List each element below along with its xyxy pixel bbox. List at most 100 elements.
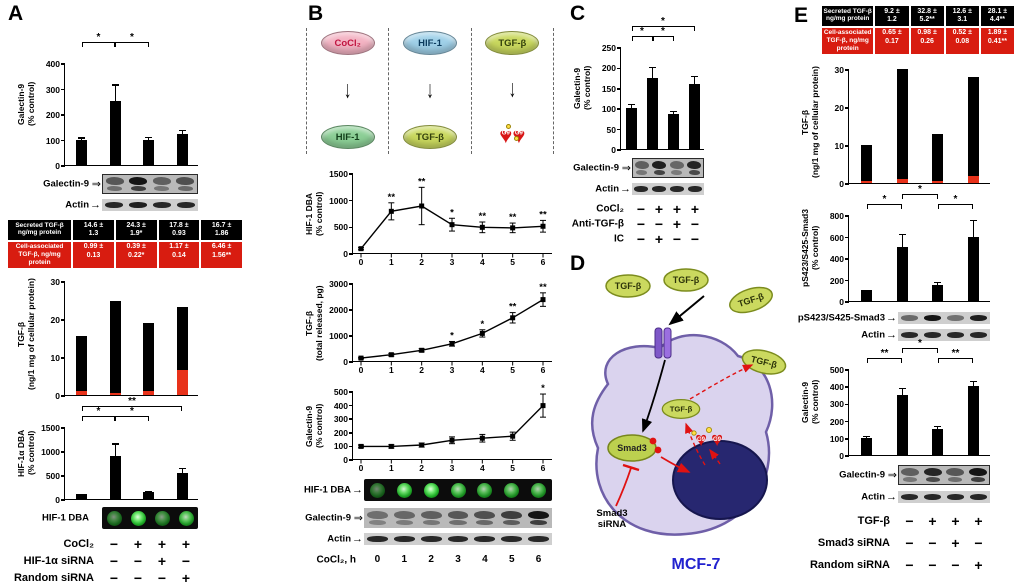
- green-dot-icon: [531, 482, 547, 498]
- y-tick-label: 400: [45, 59, 60, 69]
- blot-lane: [633, 159, 651, 177]
- blot-lane: [498, 479, 525, 501]
- y-tick-label: 800: [829, 211, 844, 221]
- data-point: [510, 225, 516, 231]
- lane-symbol: +: [690, 201, 700, 217]
- error-bar-cap: [934, 282, 942, 284]
- pathway-node: HIF-1: [402, 31, 457, 55]
- blot-lane: [391, 533, 418, 545]
- green-dot-icon: [106, 510, 122, 526]
- dba-image-strip: [364, 479, 552, 501]
- y-tick-label: 10: [50, 353, 60, 363]
- y-tick-label: 0: [343, 249, 348, 259]
- cocl2-treatment-row-a: CoCl₂−+++: [6, 536, 242, 552]
- error-bar-cap: [863, 436, 871, 438]
- y-tick-mark: [349, 253, 353, 255]
- lane-symbols: −−−+: [102, 571, 198, 585]
- data-point: [449, 341, 455, 347]
- y-tick-label: 0: [611, 145, 616, 155]
- blot-lane: [391, 508, 418, 528]
- lane-symbol: +: [951, 513, 960, 529]
- lane-symbols: −+++: [632, 202, 704, 216]
- table-cell: 1.89 ± 0.41**: [979, 26, 1016, 56]
- significance-label: *: [541, 383, 545, 394]
- blot-label: Galectin-9: [839, 469, 885, 481]
- actin-western-blot-e1: Actin→: [794, 328, 1014, 341]
- significance-label: *: [882, 194, 887, 205]
- y-tick-label: 100: [601, 104, 616, 115]
- blot-strip: [898, 465, 990, 485]
- protein-band: [969, 331, 988, 338]
- protein-band: [176, 202, 196, 208]
- arrow-icon: →: [886, 312, 897, 324]
- y-tick-mark: [349, 445, 353, 448]
- error-bar: [901, 234, 903, 249]
- open-arrow-icon: ⇒: [353, 512, 363, 525]
- y-tick-label: 400: [333, 400, 348, 411]
- significance-label: **: [880, 348, 889, 359]
- protein-band: [653, 170, 665, 175]
- x-tick-label: 3: [449, 365, 455, 375]
- row-label: Smad3 siRNA: [817, 537, 890, 549]
- y-tick-label: 0: [343, 455, 348, 465]
- y-tick-mark: [845, 420, 849, 423]
- protein-band: [422, 520, 440, 525]
- blot-lane: [150, 199, 174, 211]
- anti-tgfb-treatment-row-c: Anti-TGF-β−−+−: [568, 217, 740, 231]
- y-tick-mark: [845, 403, 849, 406]
- pathway-node: TGF-β: [485, 31, 540, 55]
- blot-lane: [967, 466, 990, 484]
- arrow-nucleus-to-tgfb: [685, 422, 706, 466]
- significance-label: *: [640, 26, 644, 37]
- bar-red-segment: [76, 391, 88, 395]
- green-dot-icon: [504, 482, 520, 498]
- x-tick-label: 0: [358, 257, 364, 267]
- arrow-icon: →: [352, 484, 363, 496]
- y-tick-label: 1000: [329, 195, 348, 206]
- significance-label: **: [539, 282, 547, 293]
- blot-lane: [174, 199, 198, 211]
- blot-label: Actin: [861, 491, 885, 502]
- bar: [932, 133, 944, 183]
- y-tick-label: 0: [839, 297, 844, 307]
- green-dot-icon: [477, 482, 493, 498]
- error-bar: [866, 436, 868, 439]
- data-point: [540, 223, 546, 229]
- blot-strip: [898, 328, 990, 341]
- lane-symbol: +: [181, 536, 191, 552]
- bar: [176, 306, 188, 395]
- bar-red-segment: [932, 181, 944, 183]
- lane-symbol: +: [157, 553, 167, 569]
- tgfb-ligand-intracellular: TGF-β: [661, 399, 701, 419]
- protein-band: [946, 315, 965, 321]
- y-tick-mark: [845, 183, 849, 185]
- error-bar: [694, 75, 695, 85]
- lane-symbol: −: [690, 231, 700, 247]
- smad3-sirna-label: siRNA: [598, 519, 627, 530]
- hif1-dba-dots-a: HIF-1 DBA: [6, 506, 242, 530]
- protein-band: [447, 536, 469, 542]
- bar: [689, 83, 700, 149]
- significance-label: **: [509, 212, 517, 223]
- bar: [143, 491, 155, 499]
- y-tick-mark: [845, 215, 849, 217]
- protein-band: [130, 186, 146, 191]
- y-tick-label: 1000: [41, 447, 60, 457]
- data-point: [388, 443, 394, 449]
- significance-bracket: **: [937, 348, 974, 363]
- protein-band: [105, 177, 124, 185]
- y-tick-mark: [617, 67, 621, 70]
- y-axis-label: HIF-1 DBA (% control): [303, 191, 324, 237]
- protein-band: [946, 493, 965, 500]
- blot-lane: [944, 466, 967, 484]
- protein-band: [636, 170, 648, 175]
- blot-label: pS423/S425-Smad3: [797, 312, 885, 324]
- y-tick-label: 400: [829, 254, 844, 264]
